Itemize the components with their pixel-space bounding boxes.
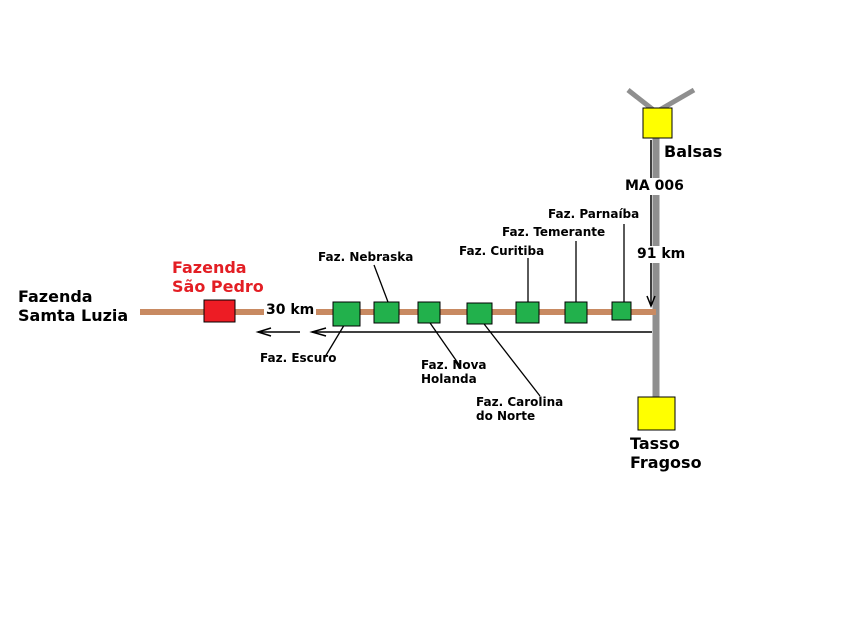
label-highway: MA 006 [625,178,684,195]
farm-box-nova-holanda [417,301,441,324]
label-faz-carolina-do-norte: Faz. Carolina do Norte [476,395,563,424]
farm-box-escuro [332,301,361,327]
label-fazenda-sao-pedro: Fazenda São Pedro [172,258,264,296]
farm-box-nebraska [373,301,400,324]
label-line: Fazenda [18,287,93,306]
label-line: Fragoso [630,453,702,473]
label-line: São Pedro [172,277,264,297]
label-line: Samta Luzia [18,306,129,326]
leader-nova-holanda [427,319,461,367]
label-balsas: Balsas [664,142,723,161]
label-line: Faz. Carolina [476,395,564,409]
leader-nebraska [373,264,389,303]
farm-box-carolina [466,302,493,325]
farm-box-temerante [564,301,588,324]
label-line: Faz. Nova [421,358,487,372]
label-distance-91km: 91 km [637,246,686,263]
label-line: Holanda [421,372,477,387]
label-faz-nova-holanda: Faz. Nova Holanda [421,358,487,387]
farm-box-curitiba [515,301,540,324]
farm-box-sao-pedro [203,299,236,323]
leader-carolina [480,319,541,397]
label-tasso-fragoso: Tasso Fragoso [630,434,702,472]
label-fazenda-santa-luzia: Fazenda Samta Luzia [18,287,128,325]
label-line: do Norte [476,409,536,424]
direction-arrowhead [309,327,327,337]
label-distance-30km: 30 km [264,302,317,319]
label-faz-escuro: Faz. Escuro [260,351,337,365]
city-box-tasso-fragoso [637,396,676,431]
direction-arrowhead-left [255,327,272,337]
leader-escuro [324,321,347,358]
farm-box-parnaiba [611,301,632,321]
label-faz-curitiba: Faz. Curitiba [459,244,545,258]
city-box-balsas [642,107,673,139]
label-faz-nebraska: Faz. Nebraska [318,250,414,264]
label-faz-parnaiba: Faz. Parnaíba [548,207,640,221]
label-line: Tasso [630,434,680,453]
distance-marker-arrow [646,295,656,309]
label-line: Fazenda [172,258,247,277]
label-faz-temerante: Faz. Temerante [502,225,606,239]
